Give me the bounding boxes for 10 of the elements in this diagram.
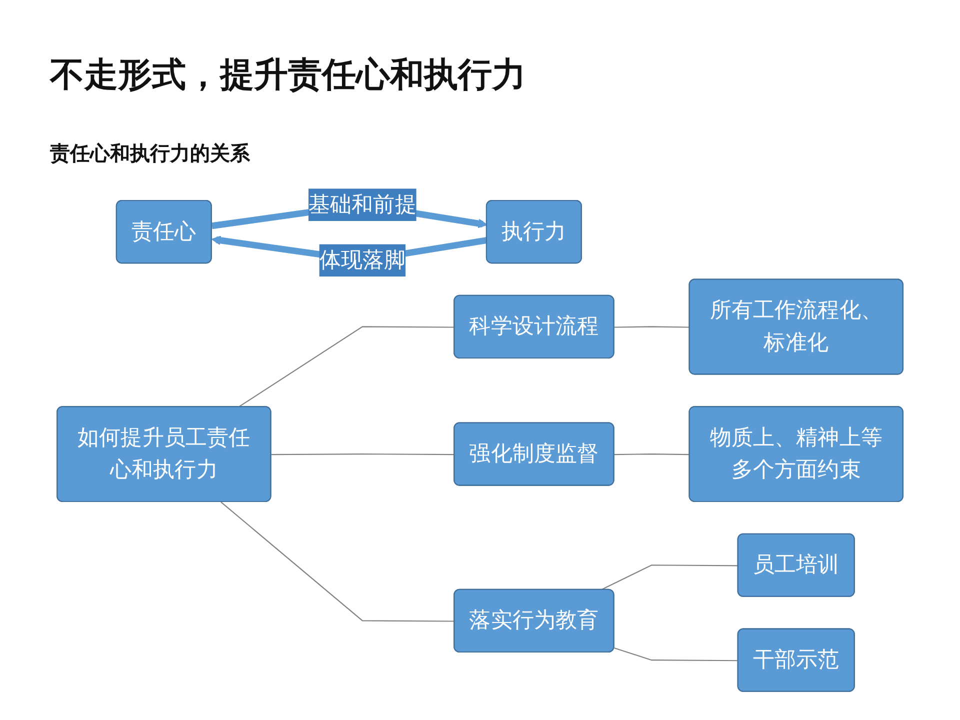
subtitle: 责任心和执行力的关系: [50, 142, 250, 167]
edge-label: 体现落脚: [319, 248, 406, 272]
connector: [271, 453, 455, 456]
title: 不走形式，提升责任心和执行力: [50, 55, 526, 96]
connector: [614, 647, 738, 662]
connector: [614, 326, 690, 328]
connector: [220, 502, 455, 622]
edge-label: 基础和前提: [308, 192, 416, 217]
connector: [614, 453, 690, 456]
connector: [238, 326, 455, 408]
